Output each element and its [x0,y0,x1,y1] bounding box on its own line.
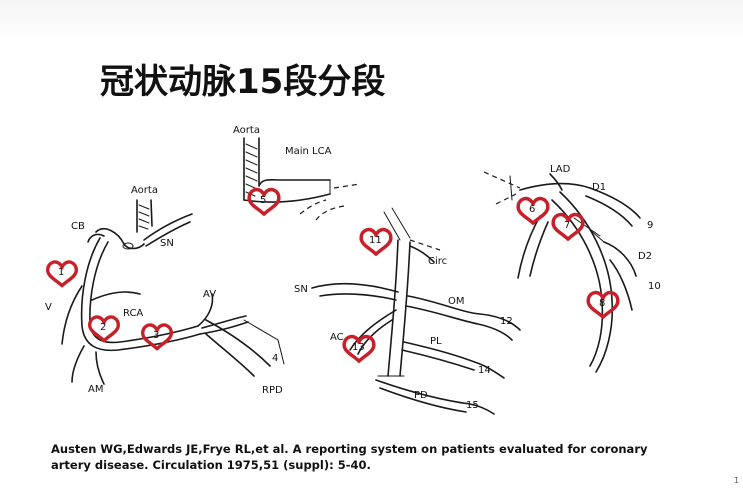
lad-top [519,182,591,191]
label-lad: LAD [550,164,571,175]
lm-aorta-hatch [245,143,258,197]
label-cb: CB [71,221,85,232]
citation-line-1: Austen WG,Edwards JE,Frye RL,et al. A re… [51,442,648,456]
lad-trunk-inner [551,199,604,367]
pl-branch [403,341,505,379]
lad-branch-ticks [573,217,605,243]
rpd-branch-2 [205,333,255,377]
ac-branch-2 [357,319,393,355]
segment-number-13: 13 [352,342,365,353]
label-aorta-lm: Aorta [233,125,260,136]
label-circ: Circ [428,256,447,267]
label-seg-14: 14 [478,365,491,376]
lad-origin [549,173,563,191]
lm-continuation-top [333,183,361,189]
lad-origin-tick [509,175,513,201]
rca-trunk [80,237,201,352]
label-seg-10: 10 [648,281,661,292]
pd-branch-2 [379,387,467,413]
am-branch-2 [95,351,105,385]
rpd-branch [205,319,271,367]
pl-branch-2 [401,349,475,371]
segment-number-11: 11 [369,235,382,246]
label-pl: PL [430,336,442,347]
label-seg-4: 4 [272,353,278,364]
segment-number-3: 3 [153,330,159,341]
lm-aorta-wall [243,137,331,201]
sn-branch-rca-inner [145,221,191,247]
rca-trunk-inner [89,241,199,344]
lm-continuation-lower-2 [315,205,345,221]
segment-number-8: 8 [599,298,605,309]
segment-number-7: 7 [564,220,570,231]
segment-number-5: 5 [260,195,266,206]
label-rca: RCA [123,308,143,319]
label-sn-rca: SN [160,238,174,249]
right-coronary-view: Aorta CB SN V RCA AV AM RPD 4 1 2 3 [45,185,285,396]
v-branch [61,285,83,345]
label-am: AM [88,384,103,395]
label-main-lca: Main LCA [285,146,332,157]
d1-branch-2 [585,195,633,227]
conus-branch [87,233,105,243]
rca-aorta-wall [136,199,153,233]
circ-branch [409,245,435,263]
left-main-view: Aorta Main LCA 5 [233,125,361,221]
rca-aorta-hatch [138,204,150,230]
label-d2: D2 [638,251,652,262]
seg4-branch [243,319,285,365]
segment-number-2: 2 [100,322,106,333]
circ-origin-lines [383,207,411,241]
am-branch [71,345,85,383]
lad-view: LAD D1 D2 9 10 6 7 8 [483,164,661,373]
label-om: OM [448,296,465,307]
label-rpd: RPD [262,385,283,396]
pd-branch [375,379,495,415]
sn-branch-circ [311,282,399,293]
label-av: AV [203,289,216,300]
segment-number-1: 1 [58,267,64,278]
slide-title: 冠状动脉15段分段 [100,62,386,102]
av-branch-up [197,293,214,327]
label-aorta-rca: Aorta [131,185,158,196]
av-branch [199,321,249,335]
lm-trunk-lower [243,193,331,203]
label-pd: PD [414,390,428,401]
circ-trunk-left [387,239,399,377]
sn-branch-rca [143,213,193,241]
d1-branch [589,187,641,219]
circ-trunk-right [399,241,411,377]
ac-branch [349,309,397,351]
label-seg-12: 12 [500,316,513,327]
om-branch-2 [405,305,513,341]
slide-top-band [0,0,743,40]
lm-continuation-lower [299,199,327,215]
label-seg-9: 9 [647,220,653,231]
seg10-branch [609,259,633,311]
label-ac: AC [330,332,344,343]
d2-branch [603,241,637,277]
rv-branch [91,291,141,301]
circumflex-view: SN Circ OM AC PL PD 12 14 15 11 13 [294,207,521,415]
sn-branch-circ-2 [319,293,397,301]
rca-ostium-ring [122,242,134,250]
lad-septal [517,215,541,279]
om-branch [407,295,521,331]
label-d1: D1 [592,182,606,193]
slide-number: 1 [734,476,740,485]
label-v: V [45,302,52,313]
segment-number-6: 6 [529,204,535,215]
av-branch-inner [201,315,247,329]
lad-dashed-left-2 [495,193,517,205]
citation: Austen WG,Edwards JE,Frye RL,et al. A re… [51,441,691,473]
label-seg-15: 15 [466,400,479,411]
label-sn-circ: SN [294,284,308,295]
lad-dashed-left [483,171,521,189]
lad-septal-2 [529,221,549,277]
citation-line-2: artery disease. Circulation 1975,51 (sup… [51,458,371,472]
